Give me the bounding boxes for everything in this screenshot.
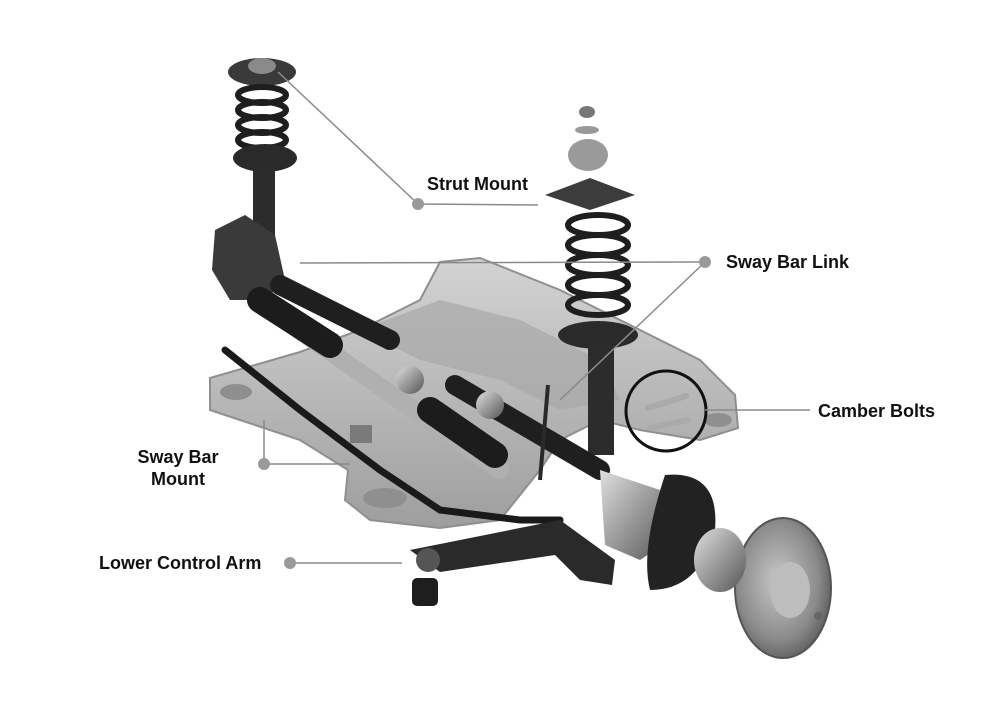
callout-lower-control-arm-text: Lower Control Arm [99, 553, 262, 573]
callout-camber-bolts: Camber Bolts [818, 400, 935, 422]
sway-bar [221, 346, 564, 524]
leader-lines [263, 71, 810, 564]
steering-rack [247, 287, 509, 479]
callout-camber-bolts-text: Camber Bolts [818, 401, 936, 421]
dot-sway-bar-mount [258, 458, 270, 470]
callout-strut-mount: Strut Mount [427, 173, 528, 195]
dot-sway-bar-link [699, 256, 711, 268]
brake-assembly [600, 470, 832, 659]
lower-control-arm-part [410, 520, 615, 606]
leader-sway-bar-link [299, 261, 706, 264]
drive-axles [270, 275, 610, 480]
callout-sway-bar-mount-line1: Sway Bar [137, 447, 219, 467]
callout-sway-bar-mount: Sway Bar Mount [122, 446, 234, 490]
callout-sway-bar-mount-line2: Mount [151, 469, 205, 489]
leader-dots [258, 198, 711, 569]
callout-sway-bar-link-text: Sway Bar Link [726, 252, 850, 272]
leader-sway-bar-link-2 [559, 261, 706, 401]
dot-lower-control-arm [284, 557, 296, 569]
right-strut [545, 106, 638, 455]
left-strut [212, 58, 297, 300]
callout-strut-mount-text: Strut Mount [427, 174, 528, 194]
dot-strut-mount [412, 198, 424, 210]
camber-bolts-highlight [624, 369, 708, 453]
callout-lower-control-arm: Lower Control Arm [99, 552, 261, 574]
callout-sway-bar-link: Sway Bar Link [726, 251, 849, 273]
